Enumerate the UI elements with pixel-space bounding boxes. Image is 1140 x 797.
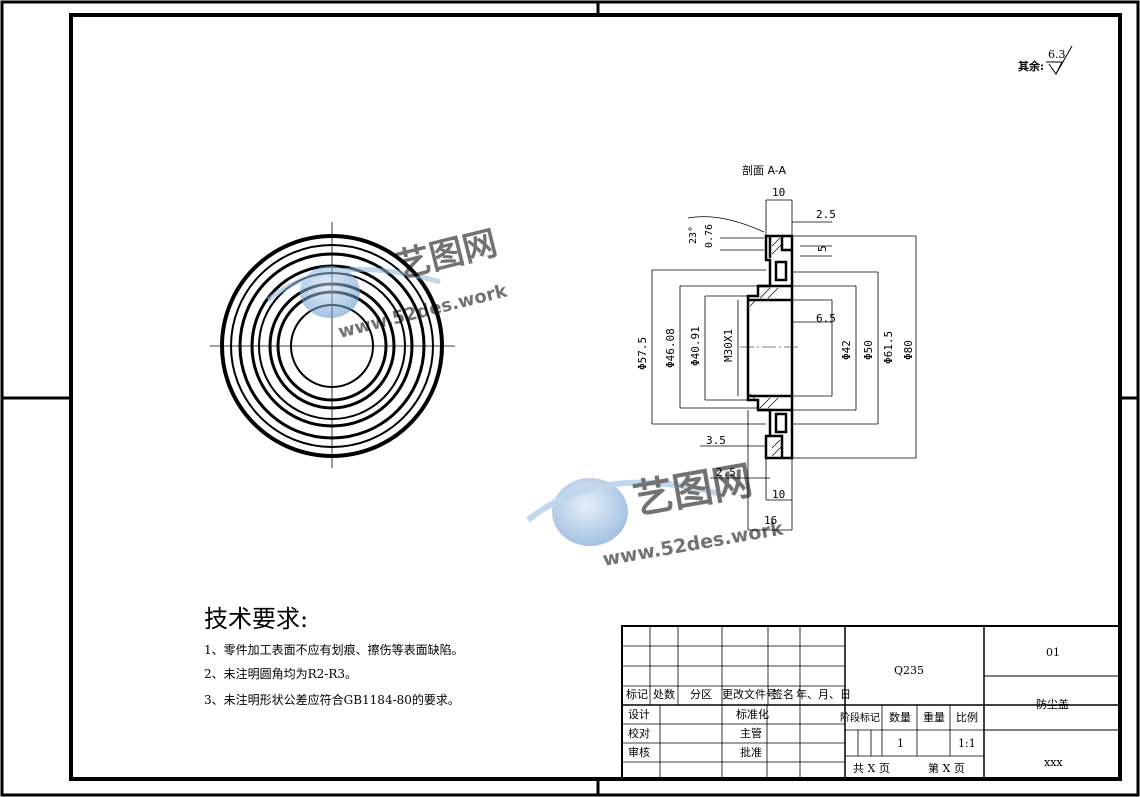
dim-6-5: 6.5	[816, 312, 836, 325]
dim-10-bottom: 10	[772, 488, 785, 501]
stage-header-scale: 比例	[956, 710, 978, 724]
drawing-number: 01	[1046, 646, 1060, 659]
quantity-value: 1	[897, 737, 904, 750]
dim-phi-40-91: Φ40.91	[689, 326, 702, 366]
stage-header-weight: 重量	[923, 710, 945, 724]
rev-header-mark: 标记	[626, 687, 648, 701]
section-label: 剖面 A-A	[742, 163, 787, 177]
watermark-brand-bottom: 艺图网	[630, 458, 756, 524]
roughness-symbol-icon	[1046, 45, 1073, 75]
dim-16: 16	[764, 514, 777, 527]
dim-phi-80: Φ80	[902, 340, 915, 360]
dim-phi-42: Φ42	[840, 340, 853, 360]
sheets-total: 共 X 页	[853, 762, 890, 775]
dim-angle: 23°	[688, 226, 699, 244]
dim-10-top: 10	[772, 186, 785, 199]
watermark-bottom: 艺图网 www.52des.work	[526, 458, 785, 571]
dim-2-5-bottom: 2.5	[716, 466, 736, 479]
dim-phi-46-08: Φ46.08	[664, 328, 677, 368]
stage-header-mark: 阶段标记	[840, 711, 880, 724]
section-view: 剖面 A-A	[636, 163, 917, 531]
tech-line-3: 3、未注明形状公差应符合GB1184-80的要求。	[204, 692, 460, 707]
roughness-label: 其余:	[1018, 59, 1044, 73]
scale-value: 1:1	[958, 737, 976, 750]
rev-header-date: 年、月、日	[796, 687, 851, 701]
dim-phi-57-5: Φ57.5	[636, 337, 649, 370]
dim-5: 5	[816, 245, 829, 252]
role-review: 审核	[628, 745, 650, 759]
watermark-brand-top: 艺图网	[393, 223, 502, 286]
role-supervisor: 主管	[740, 726, 762, 740]
tech-line-2: 2、未注明圆角均为R2-R3。	[204, 666, 357, 681]
sheet-number: 第 X 页	[928, 761, 965, 775]
dim-2-5-top: 2.5	[816, 208, 836, 221]
rev-header-docno: 更改文件号	[722, 687, 777, 701]
stage-header-qty: 数量	[889, 711, 911, 724]
roughness-value: 6.3	[1048, 48, 1066, 61]
tech-line-1: 1、零件加工表面不应有划痕、擦伤等表面缺陷。	[204, 642, 464, 657]
dim-0-76: 0.76	[704, 224, 715, 248]
role-approve: 批准	[740, 745, 762, 759]
title-block: Q235 01 防尘盖 xxx 标记 处数 分区 更改文件号 签名 年、月、日 …	[621, 625, 1121, 780]
material: Q235	[894, 664, 924, 677]
rev-header-sign: 签名	[772, 687, 794, 701]
role-check: 校对	[628, 726, 650, 740]
dim-phi-61-5: Φ61.5	[882, 331, 895, 364]
roughness-note: 其余: 6.3	[1018, 45, 1073, 75]
rev-header-zone: 分区	[690, 688, 712, 701]
watermark-url-bottom: www.52des.work	[601, 517, 785, 570]
role-standard: 标准化	[736, 707, 769, 721]
dim-m30x1: M30X1	[722, 329, 735, 362]
rev-header-count: 处数	[653, 688, 675, 701]
company: xxx	[1044, 756, 1063, 769]
dim-3-5: 3.5	[706, 434, 726, 447]
tech-title: 技术要求:	[204, 605, 308, 633]
part-name: 防尘盖	[1036, 697, 1069, 711]
role-design: 设计	[628, 708, 650, 721]
technical-requirements: 技术要求: 1、零件加工表面不应有划痕、擦伤等表面缺陷。 2、未注明圆角均为R2…	[204, 605, 464, 707]
dim-phi-50: Φ50	[862, 340, 875, 360]
